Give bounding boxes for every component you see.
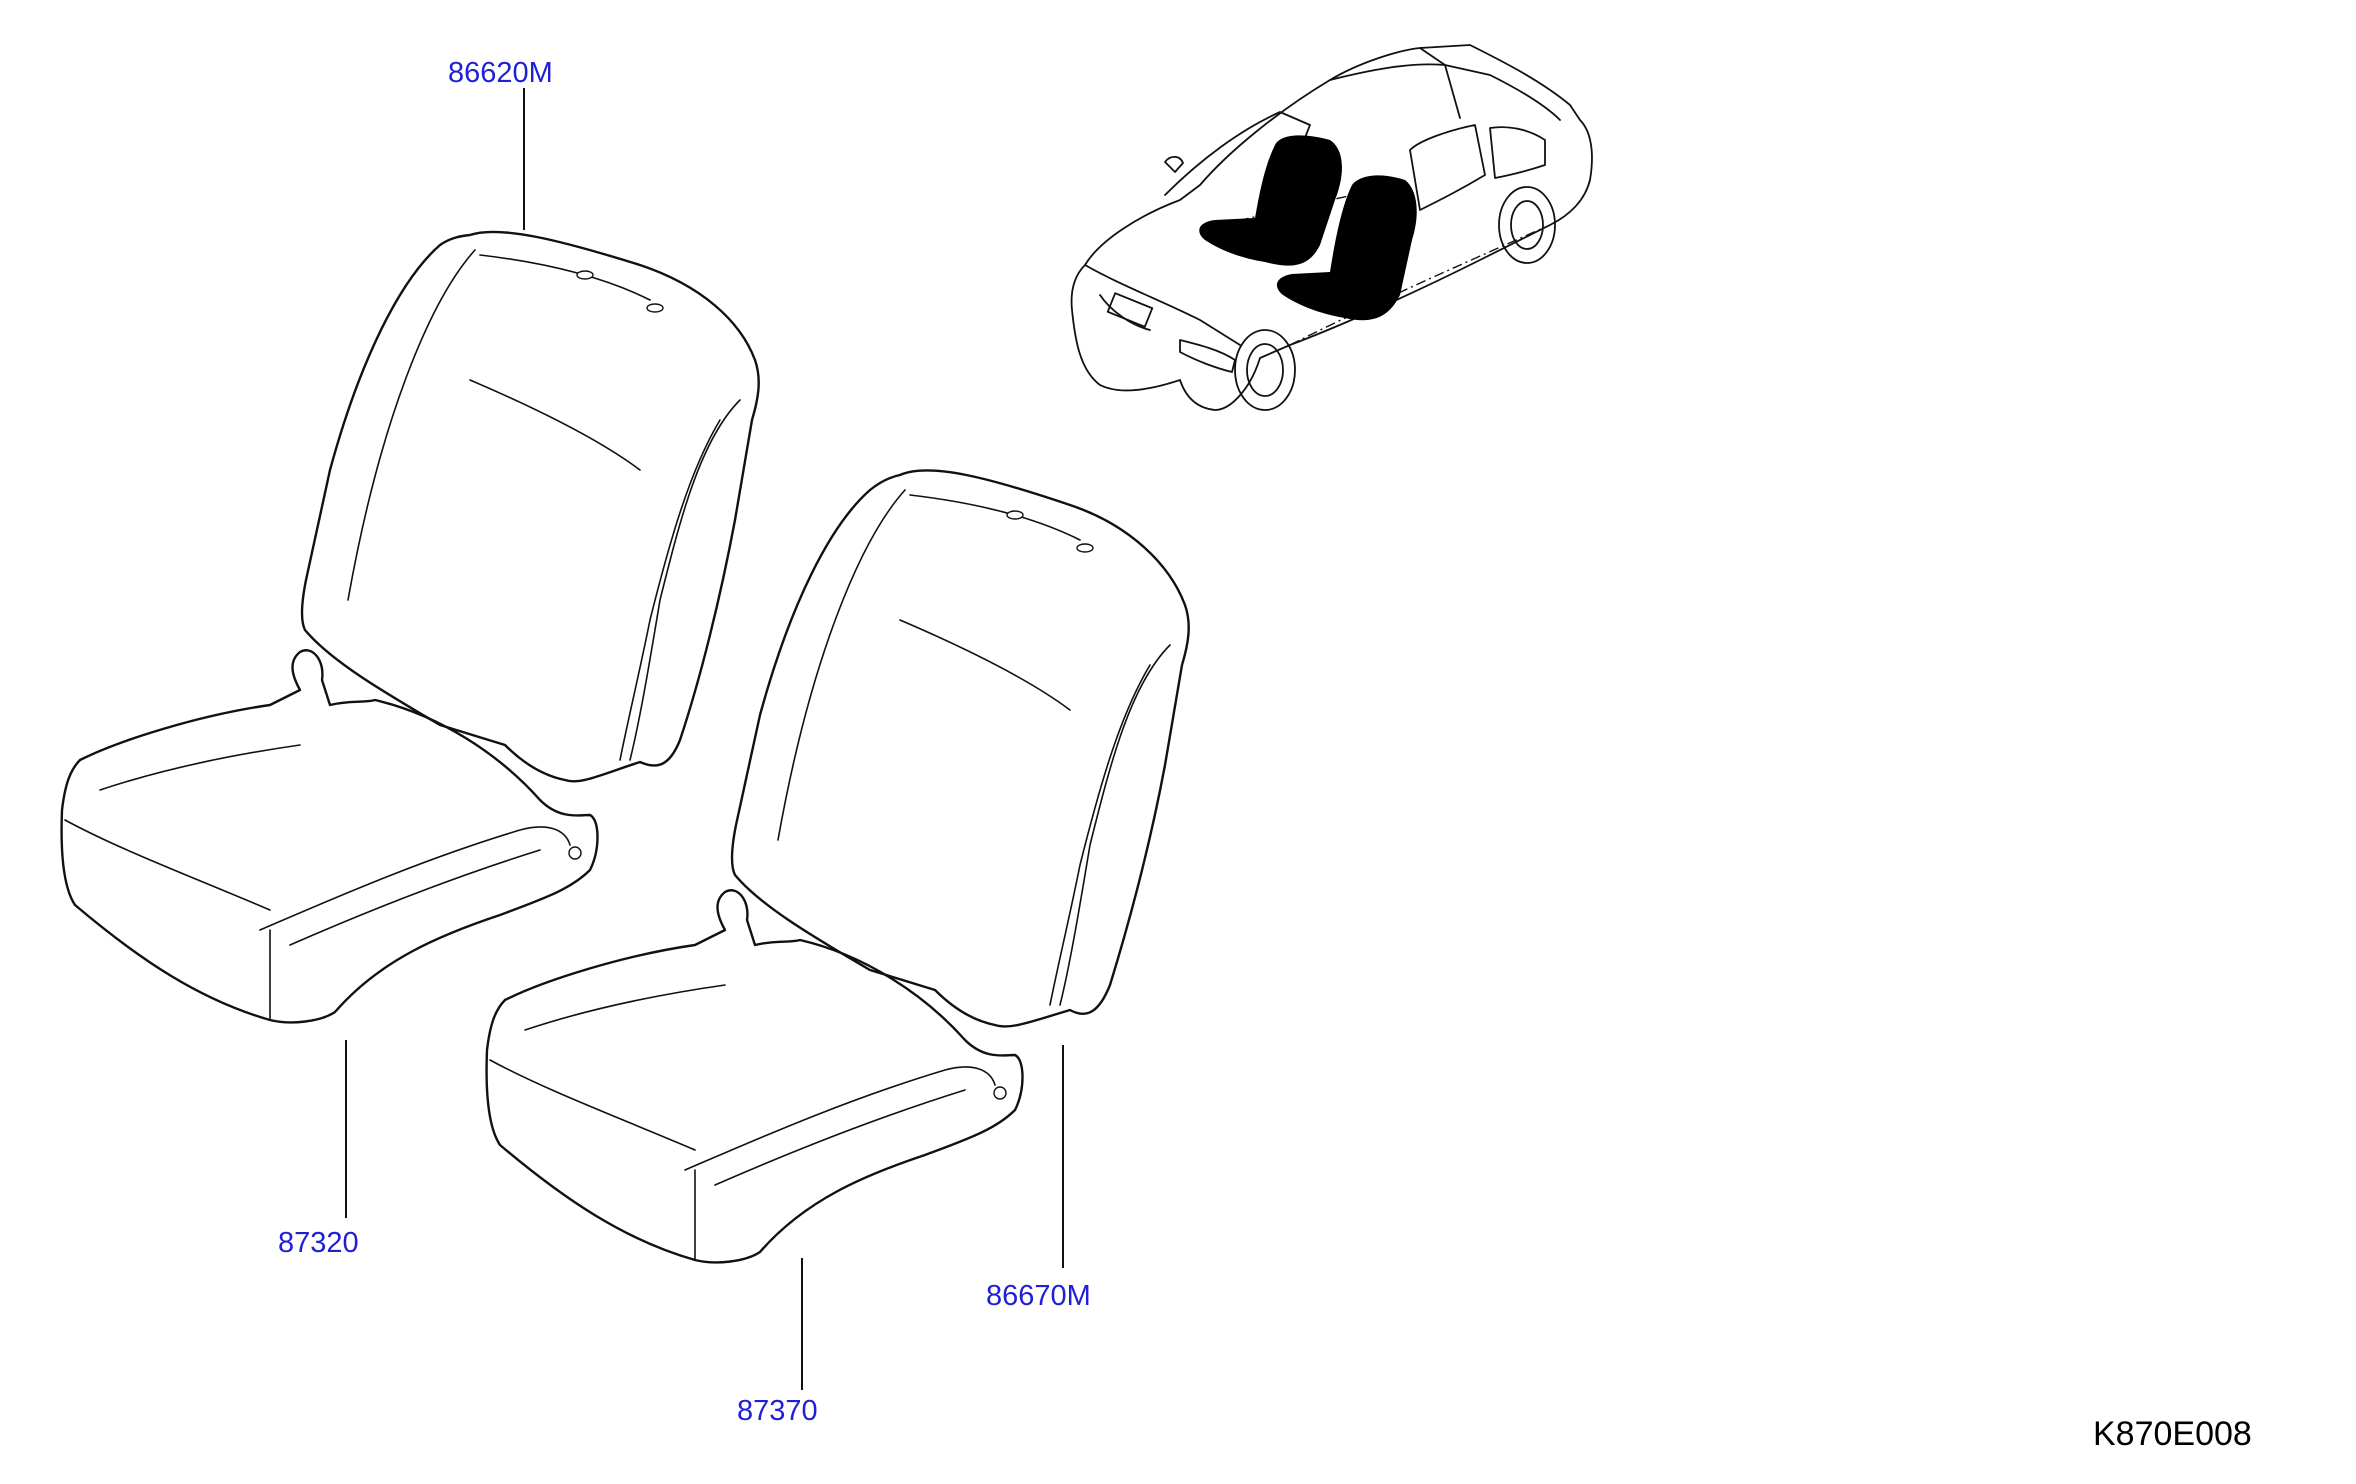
highlighted-seat-front: [1276, 175, 1417, 321]
cushion-left[interactable]: [60, 649, 599, 1024]
callout-86670M[interactable]: 86670M: [986, 1280, 1091, 1312]
seatback-right[interactable]: [730, 469, 1190, 1028]
cushion-right[interactable]: [485, 889, 1024, 1264]
callout-86620M[interactable]: 86620M: [448, 57, 553, 89]
callout-87370[interactable]: 87370: [737, 1395, 818, 1427]
highlighted-seat-rear: [1199, 135, 1342, 266]
callout-87320[interactable]: 87320: [278, 1227, 359, 1259]
illustration-code: K870E008: [2093, 1415, 2252, 1453]
vehicle-locator: [1070, 44, 1593, 411]
seatback-left[interactable]: [300, 230, 760, 783]
